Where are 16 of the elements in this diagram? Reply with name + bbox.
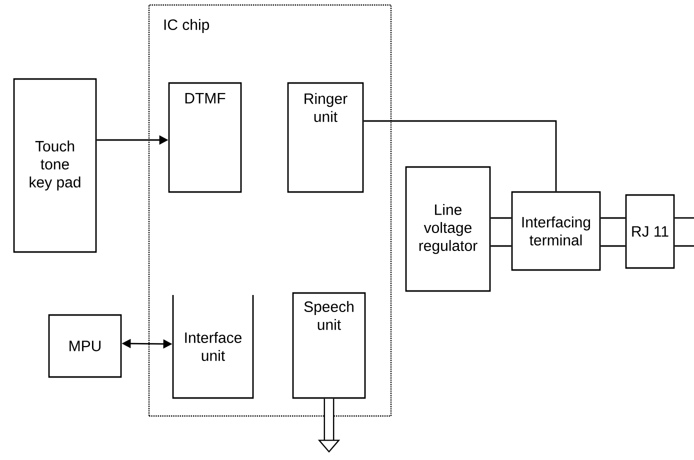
block-box: Line voltage regulator bbox=[405, 166, 491, 292]
connector-line bbox=[364, 120, 557, 192]
block-box: MPU bbox=[48, 314, 122, 378]
connector-line bbox=[674, 245, 694, 247]
connector-line bbox=[490, 217, 512, 219]
connector-line bbox=[674, 217, 694, 219]
connector-line bbox=[490, 245, 512, 247]
connector-line bbox=[600, 217, 626, 219]
block-box: DTMF bbox=[168, 82, 242, 193]
block-box: RJ 11 bbox=[625, 194, 675, 269]
connector-line bbox=[600, 245, 626, 247]
block-box: Speech unit bbox=[292, 292, 366, 399]
block-box: Interfacing terminal bbox=[511, 191, 601, 271]
block-box: Ringer unit bbox=[287, 82, 364, 193]
open-top-box: Interface unit bbox=[172, 295, 254, 399]
block-box: Touch tone key pad bbox=[13, 78, 97, 253]
